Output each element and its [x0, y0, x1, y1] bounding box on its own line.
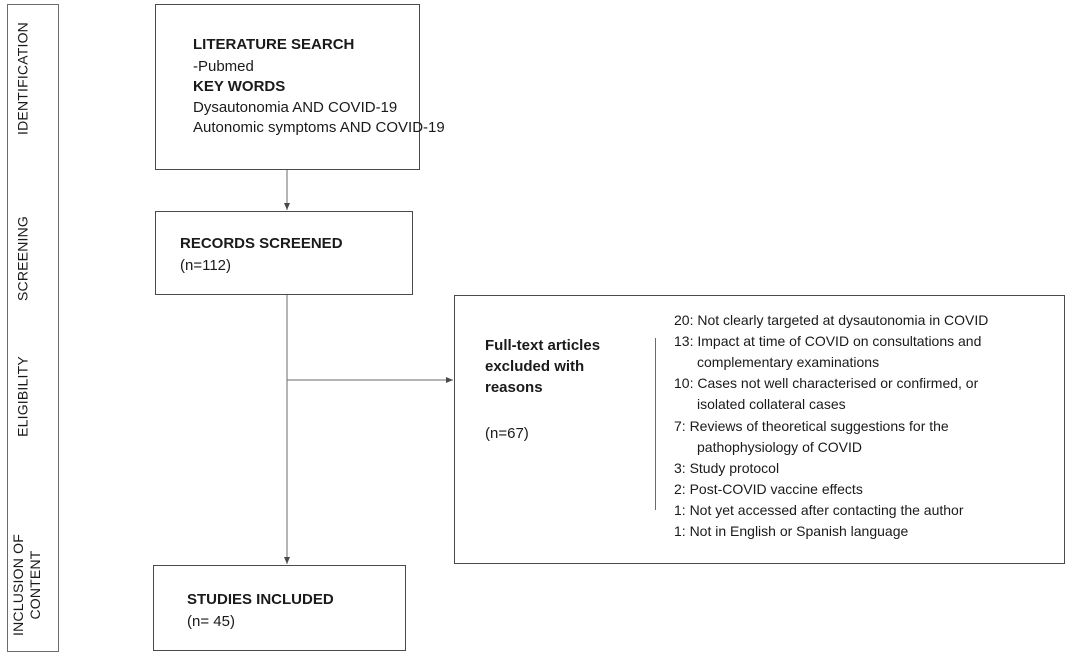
- key-words-heading: KEY WORDS: [193, 78, 286, 95]
- reason-2: 13: Impact at time of COVID on consultat…: [674, 333, 982, 349]
- reason-7: 1: Not yet accessed after contacting the…: [674, 502, 964, 518]
- studies-included-box: STUDIES INCLUDED (n= 45): [153, 565, 406, 651]
- records-screened-count: (n=112): [180, 257, 232, 274]
- reason-4: 7: Reviews of theoretical suggestions fo…: [674, 418, 949, 434]
- excluded-count: (n=67): [485, 425, 529, 442]
- excluded-heading-line2: excluded with: [485, 358, 585, 375]
- records-screened-box: RECORDS SCREENED (n=112): [155, 211, 413, 295]
- reason-3: 10: Cases not well characterised or conf…: [674, 375, 979, 391]
- reason-5: 3: Study protocol: [674, 460, 780, 476]
- studies-included-count: (n= 45): [187, 613, 235, 630]
- excluded-articles-box: Full-text articles excluded with reasons…: [454, 295, 1065, 564]
- literature-search-heading: LITERATURE SEARCH: [193, 36, 355, 53]
- reason-8: 1: Not in English or Spanish language: [674, 523, 909, 539]
- reason-1: 20: Not clearly targeted at dysautonomia…: [674, 312, 989, 328]
- key-word-1: Dysautonomia AND COVID-19: [193, 99, 398, 116]
- reason-3-cont: isolated collateral cases: [697, 396, 846, 412]
- stage-bar: [7, 4, 59, 652]
- excluded-heading-line1: Full-text articles: [485, 337, 601, 354]
- studies-included-heading: STUDIES INCLUDED: [187, 591, 334, 608]
- excluded-heading-line3: reasons: [485, 379, 543, 396]
- reason-6: 2: Post-COVID vaccine effects: [674, 481, 863, 497]
- excluded-divider: [655, 338, 656, 510]
- records-screened-heading: RECORDS SCREENED: [180, 235, 343, 252]
- reason-4-cont: pathophysiology of COVID: [697, 439, 862, 455]
- key-word-2: Autonomic symptoms AND COVID-19: [193, 119, 445, 136]
- identification-box: LITERATURE SEARCH -Pubmed KEY WORDS Dysa…: [155, 4, 445, 170]
- reason-2-cont: complementary examinations: [697, 354, 880, 370]
- literature-search-source: -Pubmed: [193, 58, 254, 75]
